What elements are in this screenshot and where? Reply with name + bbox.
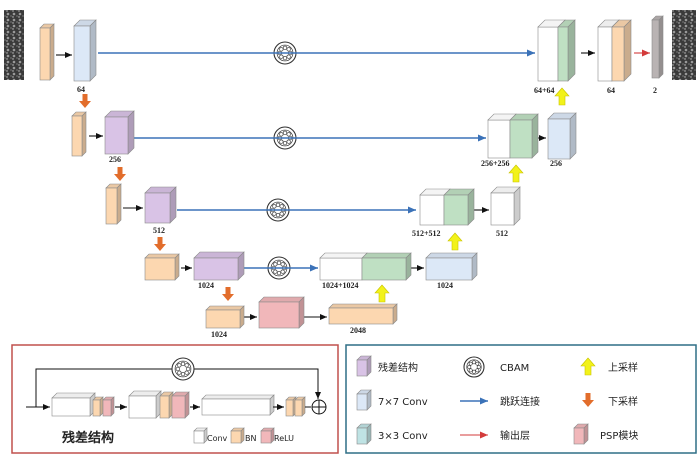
label-dec-64: 64 — [607, 86, 615, 95]
label-dec-64-concat: 64+64 — [534, 86, 555, 95]
legend-skip-label: 跳跃连接 — [500, 395, 540, 408]
decoder-concat-1024 — [319, 252, 412, 281]
residual-conv-3 — [201, 394, 275, 416]
label-dec-1024-concat: 1024+1024 — [322, 281, 359, 290]
legend-upsample-label: 上采样 — [608, 361, 638, 374]
residual-legend-bn-label: BN — [245, 434, 256, 443]
upsample-arrow-2 — [554, 87, 570, 106]
label-dec-512: 512 — [496, 229, 508, 238]
legend-panel — [345, 344, 697, 454]
label-dec-1024: 1024 — [437, 281, 453, 290]
label-enc-1024: 1024 — [198, 281, 214, 290]
decoder-concat-512-skip-part — [419, 194, 445, 226]
label-enc-64: 64 — [77, 85, 85, 94]
legend-upsample-arrow — [580, 357, 596, 376]
residual-legend-conv-label: Conv — [207, 434, 228, 443]
residual-conv-1 — [51, 392, 96, 417]
residual-bn-3b — [294, 396, 306, 417]
residual-legend-conv-swatch — [193, 427, 208, 444]
decoder-concat-256-skip-part — [487, 119, 511, 159]
decoder-concat-256-up-part — [509, 113, 539, 159]
legend-downsample-arrow — [582, 393, 594, 407]
enc4-orange-block — [144, 253, 180, 281]
output-image — [672, 10, 696, 80]
enc2-orange-block — [71, 111, 87, 157]
decoder-concat-64-up-part — [557, 19, 576, 82]
legend-psp-label: PSP模块 — [600, 430, 638, 442]
residual-legend-relu-label: ReLU — [274, 434, 294, 443]
residual-legend-relu-swatch — [260, 427, 275, 444]
residual-block-256 — [104, 110, 135, 155]
residual-legend-bn-swatch — [230, 427, 245, 444]
legend-downsample-label: 下采样 — [608, 395, 638, 408]
label-enc-256: 256 — [109, 155, 121, 164]
psp-module-block — [258, 296, 305, 329]
residual-bn-1 — [92, 396, 104, 417]
legend-conv3-label: 3×3 Conv — [378, 431, 428, 442]
legend-cbam-icon — [463, 356, 485, 378]
label-enc-512: 512 — [153, 226, 165, 235]
residual-relu-1 — [102, 396, 115, 417]
label-dec-256: 256 — [550, 159, 562, 168]
decoder-block-256 — [547, 112, 577, 160]
residual-panel-title: 残差结构 — [62, 430, 114, 446]
label-dec-256-concat: 256+256 — [481, 159, 510, 168]
decoder-concat-256 — [487, 113, 539, 159]
downsample-arrow-2 — [114, 167, 126, 181]
label-output-2: 2 — [653, 86, 657, 95]
residual-block-512 — [144, 186, 177, 224]
label-psp-1024: 1024 — [211, 330, 227, 339]
input-image — [4, 10, 24, 80]
residual-bn-2 — [159, 391, 174, 419]
psp-orange-block — [205, 305, 245, 329]
legend-conv7-swatch — [356, 389, 372, 411]
conv7-block-64 — [73, 19, 97, 82]
decoder-concat-512-up-part — [443, 188, 475, 226]
decoder-concat-1024-skip-part — [319, 257, 363, 281]
upsample-arrow-4 — [447, 232, 463, 251]
legend-conv7-label: 7×7 Conv — [378, 397, 428, 408]
legend-residual-swatch — [356, 355, 372, 377]
residual-bn-3 — [285, 396, 297, 417]
decoder-concat-64 — [537, 19, 576, 82]
label-dec-512-concat: 512+512 — [412, 229, 441, 238]
decoder-block-1024 — [425, 252, 478, 281]
residual-add-icon — [311, 399, 327, 415]
downsample-arrow-3 — [154, 237, 166, 251]
decoder-concat-64-skip-part — [537, 26, 559, 82]
residual-block-1024 — [193, 251, 245, 281]
decoder-concat-1024-up-part — [361, 252, 412, 281]
legend-cbam-label: CBAM — [500, 363, 529, 374]
decoder-block-64-orange — [611, 19, 632, 82]
downsample-arrow-1 — [79, 94, 91, 108]
decoder-block-512 — [490, 186, 521, 226]
upsample-arrow-3 — [508, 164, 524, 183]
output-layer-block — [651, 15, 664, 79]
label-psp-2048: 2048 — [350, 326, 366, 335]
legend-output-label: 输出层 — [500, 429, 530, 442]
residual-relu-2 — [171, 391, 190, 419]
decoder-concat-512 — [419, 188, 475, 226]
legend-conv3-swatch — [356, 423, 372, 445]
upsample-arrow-psp — [374, 284, 390, 303]
legend-residual-label: 残差结构 — [378, 361, 418, 374]
enc3-orange-block — [105, 183, 122, 225]
residual-conv-2 — [128, 390, 162, 419]
psp-output-2048 — [328, 303, 398, 325]
input-conv-block — [39, 23, 55, 81]
downsample-arrow-4 — [222, 287, 234, 301]
residual-cbam-icon — [171, 357, 195, 381]
legend-psp-swatch — [573, 423, 589, 445]
